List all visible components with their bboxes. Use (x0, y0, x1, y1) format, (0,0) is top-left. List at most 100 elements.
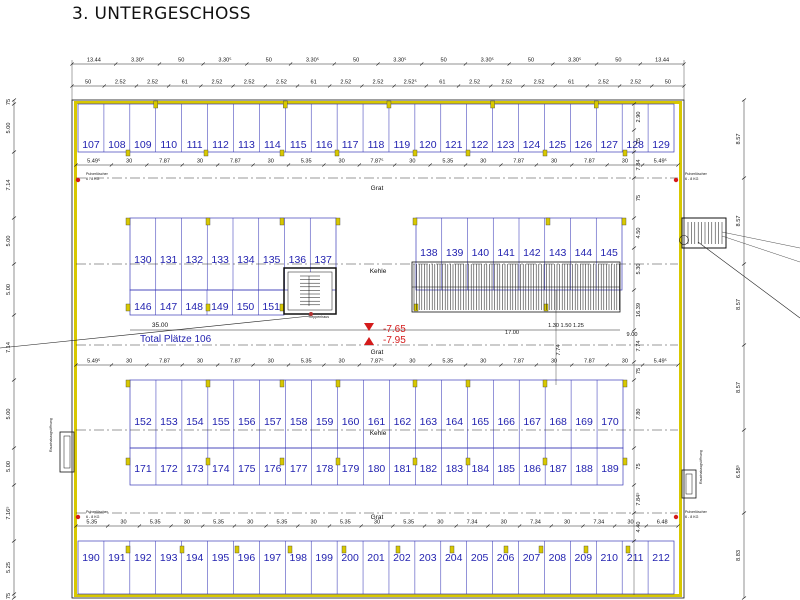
sight-line (721, 231, 800, 249)
dim-tick (521, 84, 525, 88)
dim-bot: 30 (501, 520, 507, 526)
column-pillar (203, 149, 209, 157)
parking-space-110: 110 (160, 139, 177, 151)
parking-space-150: 150 (237, 301, 255, 313)
column-pillar (465, 379, 471, 388)
smoke-vent-right-inner (685, 473, 693, 495)
dim-tick (288, 62, 293, 66)
parking-space-212: 212 (652, 552, 670, 564)
dim-tick (232, 524, 237, 528)
parking-space-142: 142 (523, 247, 541, 259)
dim-tick (517, 524, 522, 528)
dim-top2: 2.52 (501, 80, 512, 86)
dim-left: 75 (6, 99, 12, 105)
parking-space-137: 137 (314, 254, 332, 266)
column-pillar (341, 545, 347, 554)
parking-space-162: 162 (394, 416, 412, 428)
dim-tick (180, 363, 185, 367)
label-extinguisher-sub: 6 - 8 KG (685, 515, 699, 519)
label-grat: Grat (371, 349, 384, 356)
dim-bot: 7.34 (467, 520, 478, 526)
dim-tick (11, 313, 17, 317)
dim-right: 8.57 (736, 382, 742, 393)
dim-top1: 3.30⁵ (306, 57, 319, 64)
column-pillar (279, 149, 285, 157)
parking-space-148: 148 (185, 301, 203, 313)
dim-top2: 2.52 (534, 80, 545, 86)
column-pillar (413, 303, 419, 312)
dim-b: 30 (268, 359, 274, 365)
dim-tick (534, 163, 539, 167)
parking-space-116: 116 (316, 139, 333, 151)
label-grat: Grat (371, 185, 384, 192)
column-pillar (234, 545, 240, 554)
dim-tick (357, 163, 362, 167)
stair-core-right (681, 217, 727, 249)
dim-tick (428, 363, 432, 367)
dim-b: 7.87 (230, 359, 241, 365)
parking-space-156: 156 (238, 416, 256, 428)
dim-tick (499, 363, 503, 367)
parking-space-203: 203 (419, 552, 437, 564)
dim-tick (113, 62, 118, 66)
dim-tick (11, 378, 17, 382)
dim-top1: 50 (440, 58, 446, 64)
dim-b: 5.35 (442, 359, 453, 365)
dim-tick (638, 62, 643, 66)
parking-space-146: 146 (134, 301, 152, 313)
dim-top2: 2.52 (373, 80, 384, 86)
level-1: -7.65 (383, 324, 406, 335)
dim-tick (676, 524, 680, 528)
dim-a: 7.87 (584, 159, 595, 165)
dim-tick (11, 262, 17, 266)
dim-tick (631, 150, 637, 154)
column-pillar (179, 545, 185, 554)
parking-space-186: 186 (523, 463, 541, 475)
dim-bot: 7.34 (530, 520, 541, 526)
dim-inner: 7.80 (636, 409, 642, 420)
dim-a: 30 (126, 159, 132, 165)
parking-space-115: 115 (290, 139, 307, 151)
dim-tick (631, 176, 637, 180)
dim-bot: 30 (184, 520, 190, 526)
column-pillar (622, 379, 628, 388)
dim-tick (553, 84, 557, 88)
dim-tick (486, 524, 490, 528)
dim-top1: 3.30⁵ (393, 57, 406, 64)
parking-space-155: 155 (212, 416, 230, 428)
label-extinguisher: Pulverlöscher (685, 172, 708, 176)
wall-band-right (679, 101, 682, 597)
parking-space-135: 135 (263, 254, 281, 266)
parking-space-126: 126 (575, 139, 593, 151)
page-title: 3. UNTERGESCHOSS (72, 4, 251, 24)
column-pillar (412, 457, 418, 466)
dim-tick (631, 216, 637, 220)
column-pillar (395, 545, 401, 554)
dim-tick (74, 524, 78, 528)
dim-left: 7.14 (6, 180, 12, 191)
stair-core-inner (287, 271, 333, 311)
column-pillar (283, 100, 288, 109)
dim-tick (215, 163, 220, 167)
dim-top2: 50 (665, 80, 671, 86)
dim-top1: 3.30⁵ (568, 57, 581, 64)
parking-space-196: 196 (238, 552, 256, 564)
parking-space-211: 211 (627, 552, 644, 564)
parking-space-194: 194 (186, 552, 204, 564)
parking-space-200: 200 (341, 552, 359, 564)
dim-left: 5.25 (6, 562, 12, 573)
parking-space-180: 180 (368, 463, 386, 475)
dim-tick (741, 428, 747, 432)
dim-bot: 5.35 (150, 520, 161, 526)
dim-top2: 2.52 (244, 80, 255, 86)
dim-a: 7.87 (513, 159, 524, 165)
dim-mid: 9.00 (627, 332, 638, 338)
parking-space-184: 184 (472, 463, 490, 475)
label-extinguisher-sub: 6 - 8 KG (86, 177, 100, 181)
parking-space-140: 140 (472, 247, 490, 259)
dim-left: 5.00 (6, 236, 12, 247)
parking-space-157: 157 (264, 416, 282, 428)
total-spaces-label: Total Plätze 106 (140, 334, 212, 345)
extinguisher-icon (673, 177, 679, 183)
dim-tick (741, 596, 747, 600)
